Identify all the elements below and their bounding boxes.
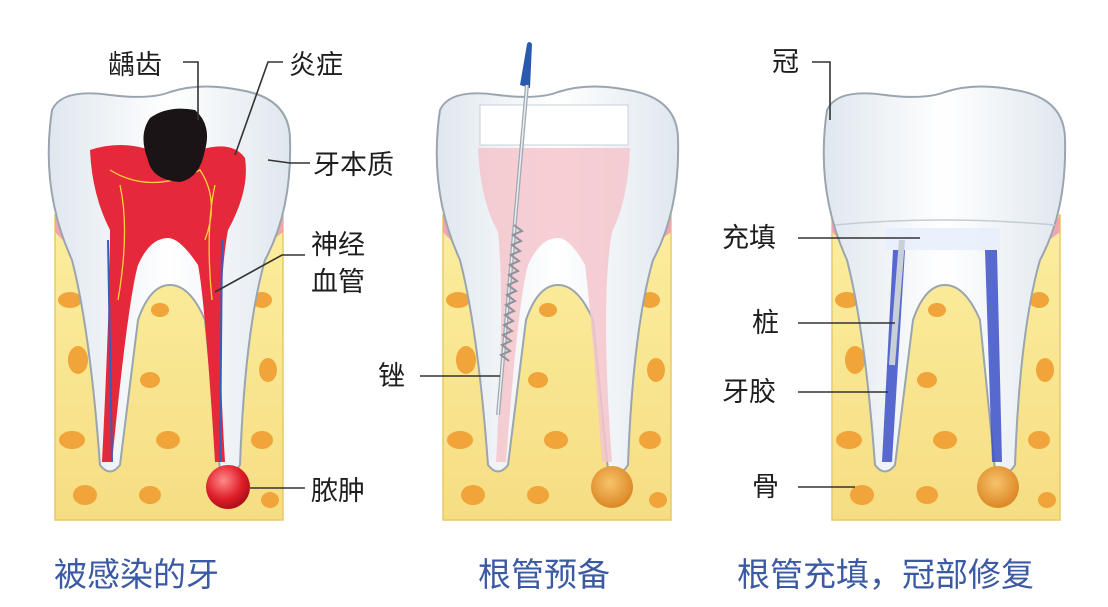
label-vessel: 血管: [311, 267, 365, 298]
label-bone: 骨: [752, 472, 779, 503]
infected-pulp: [90, 145, 246, 462]
label-dentin: 牙本质: [313, 150, 394, 181]
bone-spots: [58, 292, 279, 508]
label-filling: 充填: [722, 223, 776, 254]
apex: [977, 466, 1019, 508]
filling-material: [885, 228, 1000, 250]
panel-preparation: 锉 根管预备: [378, 42, 680, 594]
crown-margin: [834, 219, 1056, 226]
caption-filling: 根管充填，冠部修复: [737, 555, 1034, 594]
access-opening: [479, 104, 629, 146]
apex: [591, 466, 633, 508]
tooth-outline: [822, 85, 1067, 475]
caries: [143, 108, 208, 182]
caption-preparation: 根管预备: [478, 555, 610, 594]
label-nerve: 神经: [311, 230, 365, 261]
bone-spots: [446, 292, 667, 508]
gutta-percha-right: [985, 250, 1002, 462]
label-file: 锉: [378, 361, 405, 392]
label-abscess: 脓肿: [311, 476, 365, 507]
label-post: 桩: [752, 308, 779, 339]
label-gutta-percha: 牙胶: [722, 377, 776, 408]
panel-infected-tooth: 龋齿 炎症 牙本质 神经 血管 脓肿 被感染的牙: [47, 50, 394, 594]
endodontic-file: [496, 42, 532, 416]
post: [889, 239, 905, 366]
label-crown: 冠: [772, 47, 799, 78]
caption-infected: 被感染的牙: [54, 555, 219, 594]
panel-filling: 冠 充填 桩 牙胶 骨 根管充填，冠部修复: [722, 47, 1067, 594]
abscess: [206, 465, 250, 509]
bone-spots: [835, 292, 1056, 508]
label-inflammation: 炎症: [289, 50, 343, 81]
label-caries: 龋齿: [108, 50, 162, 81]
